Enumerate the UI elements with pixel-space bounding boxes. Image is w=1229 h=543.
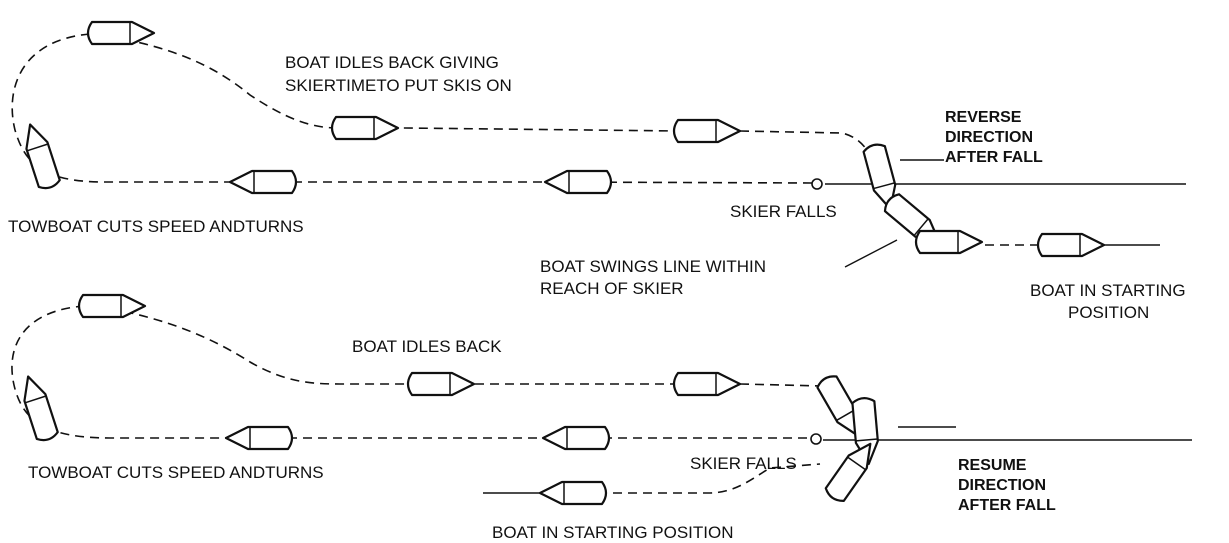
bottom-resume-label-line3: AFTER FALL [958, 497, 1056, 514]
bottom-boat-4 [406, 371, 476, 397]
bottom-idle-path [94, 305, 823, 387]
bottom-boat-10 [538, 480, 608, 506]
top-boat-9 [914, 229, 984, 255]
bottom-start-path [598, 463, 821, 494]
bottom-boat-1 [77, 293, 147, 319]
top-idle-label-line1: BOAT IDLES BACK GIVING [285, 53, 499, 72]
bottom-boat-6 [672, 371, 742, 397]
top-swing-label-line2: REACH OF SKIER [540, 279, 684, 298]
bottom-boat-3 [224, 425, 294, 451]
top-boat-1 [86, 20, 156, 46]
top-reverse-label-line1: REVERSE [945, 109, 1022, 126]
top-swing-label-line1: BOAT SWINGS LINE WITHIN [540, 257, 766, 276]
top-skier-marker [811, 178, 823, 190]
top-start-label-line1: BOAT IN STARTING [1030, 281, 1186, 300]
bottom-boat-2 [16, 372, 61, 444]
top-scenario: BOAT IDLES BACK GIVING SKIERTIMETO PUT S… [8, 20, 1186, 322]
top-idle-label-line2: SKIERTIMETO PUT SKIS ON [285, 76, 512, 95]
bottom-idle-label: BOAT IDLES BACK [352, 337, 502, 356]
bottom-start-label: BOAT IN STARTING POSITION [492, 523, 734, 542]
bottom-skier-falls-label: SKIER FALLS [690, 454, 797, 473]
bottom-resume-label-line2: DIRECTION [958, 477, 1046, 494]
bottom-skier-marker [810, 433, 822, 445]
bottom-towboat-label: TOWBOAT CUTS SPEED ANDTURNS [28, 463, 324, 482]
bottom-resume-label-line1: RESUME [958, 457, 1027, 474]
top-towboat-label: TOWBOAT CUTS SPEED ANDTURNS [8, 217, 304, 236]
bottom-boat-5 [541, 425, 611, 451]
top-boat-5 [543, 169, 613, 195]
top-boat-3 [228, 169, 298, 195]
top-reverse-label-line3: AFTER FALL [945, 149, 1043, 166]
top-boat-2 [18, 120, 63, 192]
top-skier-falls-label: SKIER FALLS [730, 202, 837, 221]
bottom-scenario: BOAT IDLES BACK TOWBOAT CUTS SPEED ANDTU… [11, 293, 1192, 542]
top-reverse-label-line2: DIRECTION [945, 129, 1033, 146]
top-boat-4 [330, 115, 400, 141]
top-boat-10 [1036, 232, 1106, 258]
top-swing-leader [844, 239, 898, 268]
top-boat-6 [672, 118, 742, 144]
top-start-label-line2: POSITION [1068, 303, 1149, 322]
